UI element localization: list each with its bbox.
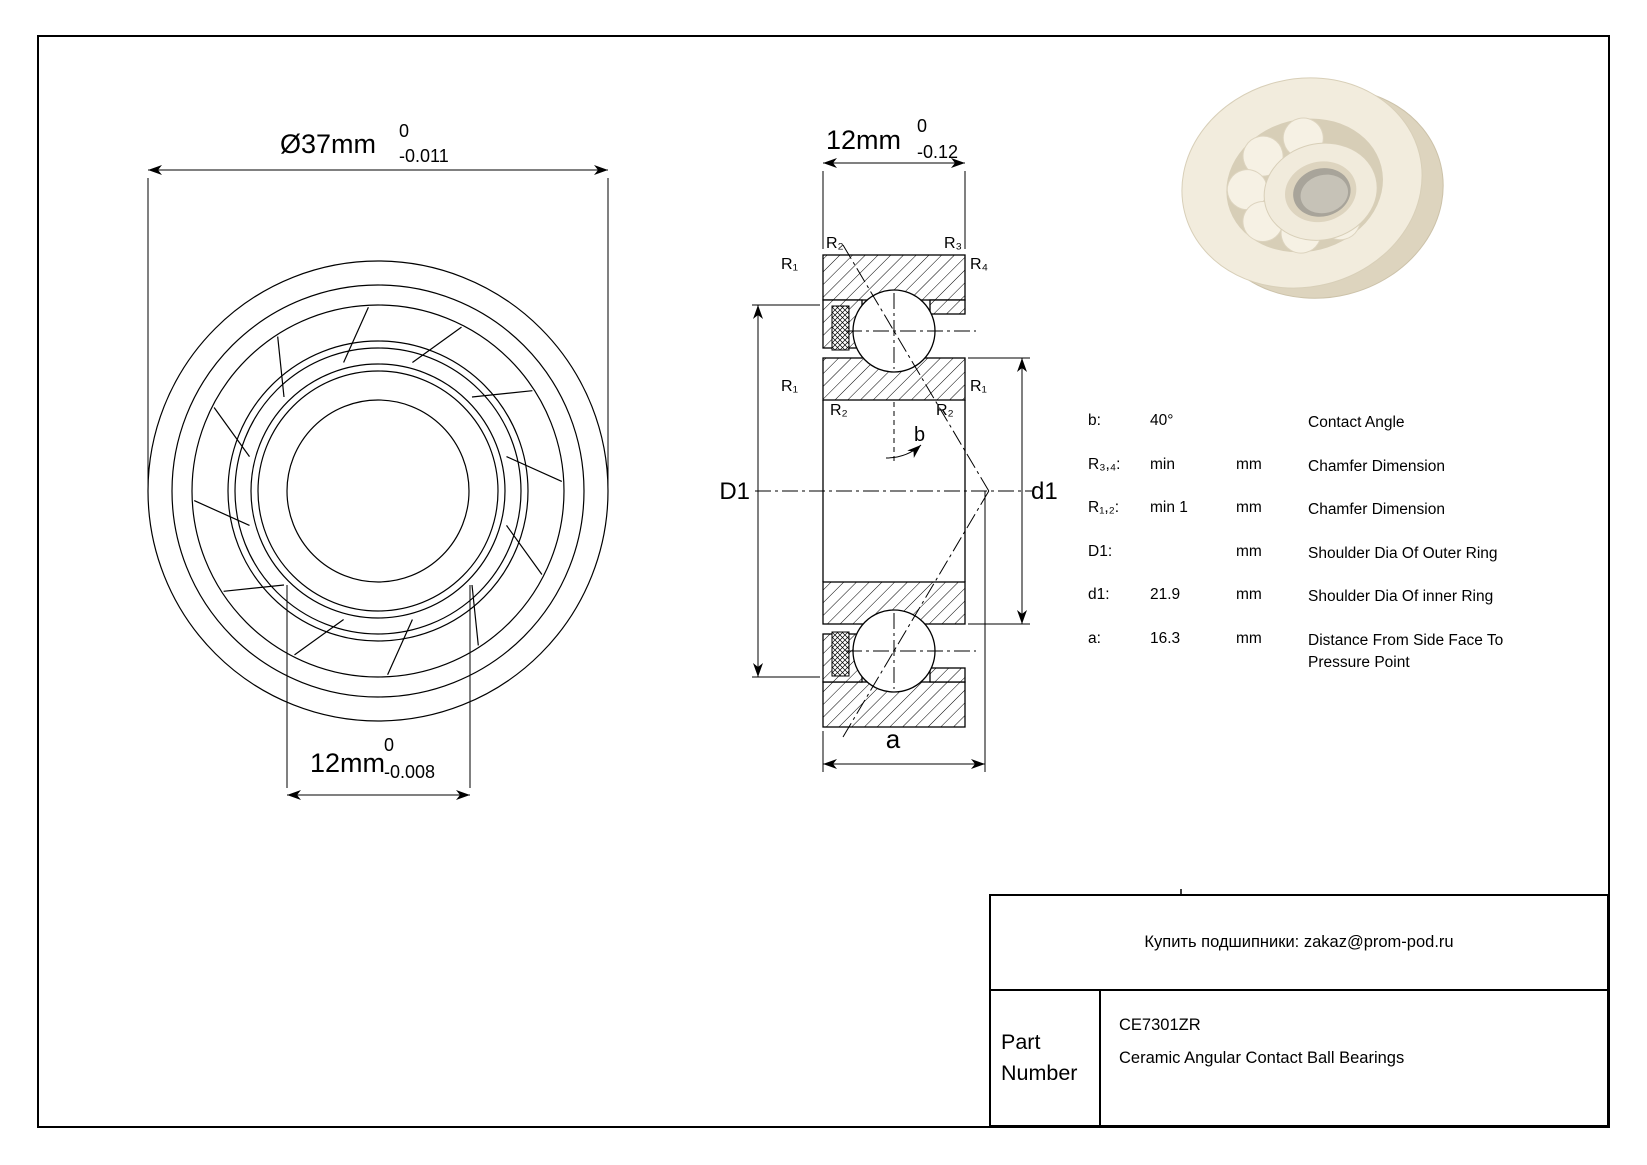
contact-angle-line-bottom xyxy=(842,488,991,738)
outer-diameter-tol-upper: 0 xyxy=(399,121,409,141)
b-angle-dimension xyxy=(885,402,922,465)
part-number-label-cell: Part Number xyxy=(991,991,1101,1125)
outer-diameter-tol-lower: -0.011 xyxy=(399,146,449,166)
chamfer-label-R4-right: R₄ xyxy=(970,256,988,273)
spec-unit: mm xyxy=(1236,499,1262,516)
spec-label: R₁,₂: xyxy=(1088,499,1120,516)
section-view xyxy=(752,158,1032,772)
spec-desc: Chamfer Dimension xyxy=(1308,457,1445,475)
spec-desc: Chamfer Dimension xyxy=(1308,501,1445,518)
spec-desc: Shoulder Dia Of Outer Ring xyxy=(1308,544,1498,562)
part-row: Part Number CE7301ZR Ceramic Angular Con… xyxy=(991,991,1607,1125)
a-dimension xyxy=(822,731,985,772)
spec-label: b: xyxy=(1088,412,1101,429)
chamfer-label-R1-left: R₁ xyxy=(781,256,798,273)
spec-table: b: 40° Contact Angle R₃,₄: min mm Chamfe… xyxy=(1088,412,1588,673)
width-tol-upper: 0 xyxy=(917,116,927,136)
spec-row-contact-angle: b: 40° Contact Angle xyxy=(1088,412,1588,456)
width-value: 12mm xyxy=(826,125,901,155)
spec-value: 21.9 xyxy=(1150,586,1181,603)
centerlines xyxy=(755,244,1032,738)
spec-unit: mm xyxy=(1236,542,1262,560)
width-tol-lower: -0.12 xyxy=(917,142,958,162)
bearing-rings-circles xyxy=(147,260,609,722)
spec-row-chamfer-r34: R₃,₄: min mm Chamfer Dimension xyxy=(1088,456,1588,500)
contact-angle-line-top xyxy=(842,244,991,494)
spec-desc: Shoulder Dia Of inner Ring xyxy=(1308,588,1494,605)
spec-row-outer-shoulder: D1: mm Shoulder Dia Of Outer Ring xyxy=(1088,543,1588,587)
cage-slashes xyxy=(193,306,563,676)
spec-label: R₃,₄: xyxy=(1088,455,1121,473)
bore-diameter-tol-upper: 0 xyxy=(384,735,394,755)
shield-section xyxy=(831,305,850,677)
spec-value: 16.3 xyxy=(1150,629,1181,647)
spec-unit: mm xyxy=(1236,629,1262,647)
spec-unit: mm xyxy=(1236,455,1262,473)
bore-diameter-dimension xyxy=(286,585,471,800)
chamfer-label-R1-inner-right: R₁ xyxy=(970,378,987,395)
bore-diameter-tol-lower: -0.008 xyxy=(384,762,435,782)
spec-desc: Distance From Side Face To Pressure Poin… xyxy=(1308,631,1504,671)
width-dimension xyxy=(822,158,966,249)
part-number-label: Part Number xyxy=(1001,1029,1078,1085)
spec-desc: Contact Angle xyxy=(1308,414,1405,431)
spec-row-chamfer-r12: R₁,₂: min 1 mm Chamfer Dimension xyxy=(1088,499,1588,543)
part-number-info-cell: CE7301ZR Ceramic Angular Contact Ball Be… xyxy=(1101,991,1607,1125)
part-number-value: CE7301ZR xyxy=(1119,1016,1201,1034)
bore-diameter-value: 12mm xyxy=(310,748,385,778)
b-label: b xyxy=(914,424,925,446)
spec-label: a: xyxy=(1088,629,1101,647)
chamfer-label-R2-inner-right: R₂ xyxy=(936,402,954,419)
spec-value: min 1 xyxy=(1150,499,1188,516)
bearing-3d-render xyxy=(1181,77,1444,299)
spec-row-pressure-distance: a: 16.3 mm Distance From Side Face To Pr… xyxy=(1088,630,1588,674)
spec-value: 40° xyxy=(1150,412,1174,429)
spec-label: D1: xyxy=(1088,542,1113,560)
contact-cell: Купить подшипники: zakaz@prom-pod.ru xyxy=(991,896,1607,991)
d1-dimension xyxy=(968,357,1030,625)
contact-text: Купить подшипники: zakaz@prom-pod.ru xyxy=(1144,933,1454,951)
outer-diameter-value: Ø37mm xyxy=(280,129,376,159)
spec-value: min xyxy=(1150,455,1175,473)
D1-dimension xyxy=(752,304,820,678)
page-border xyxy=(37,35,1610,1128)
part-description: Ceramic Angular Contact Ball Bearings xyxy=(1119,1049,1405,1067)
title-block: Купить подшипники: zakaz@prom-pod.ru Par… xyxy=(989,894,1609,1127)
chamfer-label-R2-inner-left: R₂ xyxy=(830,402,848,419)
outer-diameter-dimension xyxy=(147,165,609,489)
d1-label: d1 xyxy=(1031,478,1058,505)
spec-label: d1: xyxy=(1088,586,1110,603)
a-label: a xyxy=(886,724,901,754)
chamfer-label-R2-topleft: R₂ xyxy=(826,235,844,252)
front-view xyxy=(147,165,609,800)
spec-row-inner-shoulder: d1: 21.9 mm Shoulder Dia Of inner Ring xyxy=(1088,586,1588,630)
bearing-3d-bore-highlight xyxy=(1300,174,1349,214)
spec-unit: mm xyxy=(1236,586,1262,603)
chamfer-label-R1-inner-left: R₁ xyxy=(781,378,798,395)
D1-label: D1 xyxy=(719,478,750,505)
chamfer-label-R3-topright: R₃ xyxy=(944,235,962,252)
